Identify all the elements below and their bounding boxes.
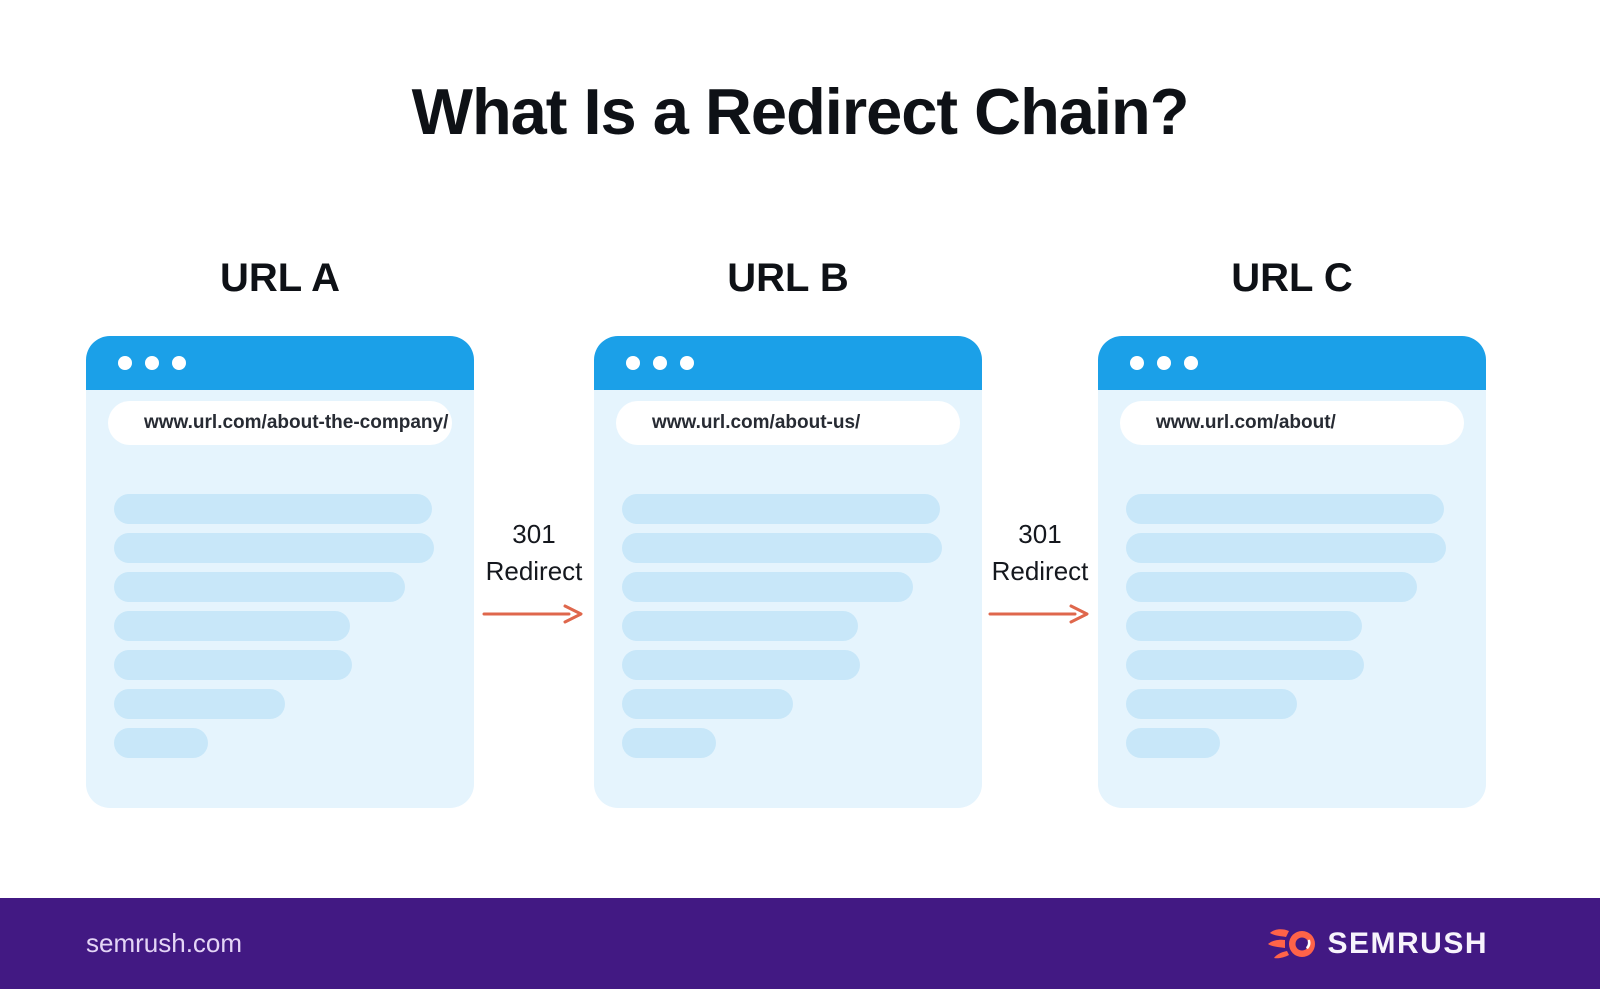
page-content-skeleton bbox=[594, 494, 982, 758]
browser-window: www.url.com/about-us/ bbox=[594, 336, 982, 808]
browser-body: www.url.com/about-us/ bbox=[594, 390, 982, 758]
skeleton-text-line bbox=[114, 650, 352, 680]
browser-window: www.url.com/about-the-company/ bbox=[86, 336, 474, 808]
window-dot-icon bbox=[1184, 356, 1198, 370]
skeleton-text-line bbox=[622, 611, 858, 641]
footer-bar: semrush.com SEMRUSH bbox=[0, 898, 1600, 989]
browser-body: www.url.com/about-the-company/ bbox=[86, 390, 474, 758]
browser-body: www.url.com/about/ bbox=[1098, 390, 1486, 758]
skeleton-text-line bbox=[1126, 494, 1445, 524]
semrush-flame-icon bbox=[1268, 928, 1316, 958]
page-title: What Is a Redirect Chain? bbox=[411, 75, 1190, 148]
semrush-wordmark: SEMRUSH bbox=[1327, 926, 1488, 960]
redirect-word: Redirect bbox=[991, 556, 1089, 586]
url-c-label: URL C bbox=[1231, 256, 1353, 300]
right-arrow-icon bbox=[988, 604, 1089, 624]
redirect-word: Redirect bbox=[485, 556, 583, 586]
semrush-logo: SEMRUSH bbox=[1268, 927, 1488, 961]
browser-titlebar bbox=[86, 336, 474, 390]
footer-site-url: semrush.com bbox=[86, 928, 243, 958]
page-content-skeleton bbox=[86, 494, 474, 758]
skeleton-text-line bbox=[1126, 533, 1447, 563]
skeleton-text-line bbox=[622, 494, 941, 524]
window-dot-icon bbox=[626, 356, 640, 370]
skeleton-text-line bbox=[114, 572, 406, 602]
skeleton-text-line bbox=[114, 533, 435, 563]
browser-window-group-a: URL A www.url.com/about-the-company/ bbox=[86, 254, 474, 808]
address-bar: www.url.com/about-us/ bbox=[616, 401, 960, 445]
browser-titlebar bbox=[594, 336, 982, 390]
address-bar: www.url.com/about-the-company/ bbox=[108, 401, 452, 445]
skeleton-text-line bbox=[622, 533, 943, 563]
skeleton-text-line bbox=[622, 689, 793, 719]
skeleton-text-line bbox=[622, 728, 716, 758]
skeleton-text-line bbox=[114, 728, 208, 758]
window-dot-icon bbox=[145, 356, 159, 370]
right-arrow-icon bbox=[482, 604, 583, 624]
browser-window-group-b: URL B www.url.com/about-us/ bbox=[594, 254, 982, 808]
window-dot-icon bbox=[1157, 356, 1171, 370]
skeleton-text-line bbox=[1126, 572, 1418, 602]
window-dot-icon bbox=[1130, 356, 1144, 370]
skeleton-text-line bbox=[114, 689, 285, 719]
address-bar: www.url.com/about/ bbox=[1120, 401, 1464, 445]
skeleton-text-line bbox=[114, 494, 433, 524]
redirect-code: 301 bbox=[512, 519, 556, 549]
skeleton-text-line bbox=[622, 572, 914, 602]
redirect-annotation: 301 Redirect bbox=[481, 516, 587, 625]
url-a-label: URL A bbox=[220, 256, 340, 300]
skeleton-text-line bbox=[114, 611, 350, 641]
skeleton-text-line bbox=[1126, 611, 1362, 641]
url-b-label: URL B bbox=[727, 256, 849, 300]
window-dot-icon bbox=[118, 356, 132, 370]
skeleton-text-line bbox=[1126, 728, 1220, 758]
window-dot-icon bbox=[680, 356, 694, 370]
skeleton-text-line bbox=[1126, 689, 1297, 719]
page-content-skeleton bbox=[1098, 494, 1486, 758]
redirect-code: 301 bbox=[1018, 519, 1062, 549]
window-dot-icon bbox=[172, 356, 186, 370]
browser-window: www.url.com/about/ bbox=[1098, 336, 1486, 808]
skeleton-text-line bbox=[1126, 650, 1364, 680]
browser-window-group-c: URL C www.url.com/about/ bbox=[1098, 254, 1486, 808]
skeleton-text-line bbox=[622, 650, 860, 680]
redirect-annotation: 301 Redirect bbox=[987, 516, 1093, 625]
window-dot-icon bbox=[653, 356, 667, 370]
browser-titlebar bbox=[1098, 336, 1486, 390]
